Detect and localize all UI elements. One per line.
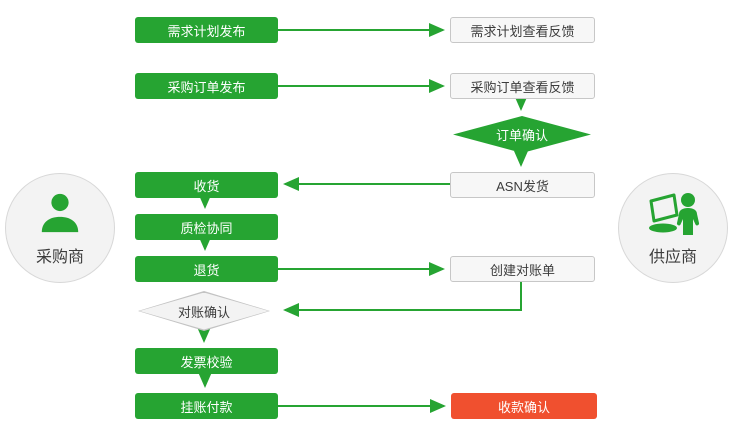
node-receive-goods: 收货 — [135, 172, 278, 198]
actor-buyer-label: 采购商 — [35, 248, 84, 266]
actor-supplier-label: 供应商 — [648, 248, 697, 266]
actor-buyer: 采购商 — [5, 173, 115, 283]
person-icon — [37, 190, 83, 241]
diamond-label: 对账确认 — [177, 304, 230, 320]
person-laptop-icon — [646, 190, 700, 241]
node-po-publish: 采购订单发布 — [135, 73, 278, 99]
node-book-payment: 挂账付款 — [135, 393, 278, 419]
node-demand-plan-publish: 需求计划发布 — [135, 17, 278, 43]
node-invoice-verify: 发票校验 — [135, 348, 278, 374]
node-demand-plan-feedback: 需求计划查看反馈 — [450, 17, 595, 43]
node-create-statement: 创建对账单 — [450, 256, 595, 282]
node-asn-ship: ASN发货 — [450, 172, 595, 198]
node-reconcile-confirm: 对账确认 — [138, 291, 270, 331]
node-order-confirm: 订单确认 — [453, 116, 591, 153]
actor-supplier: 供应商 — [618, 173, 728, 283]
diamond-label: 订单确认 — [495, 128, 548, 143]
node-po-feedback: 采购订单查看反馈 — [450, 73, 595, 99]
node-quality-collab: 质检协同 — [135, 214, 278, 240]
node-receipt-confirm: 收款确认 — [451, 393, 597, 419]
node-return-goods: 退货 — [135, 256, 278, 282]
